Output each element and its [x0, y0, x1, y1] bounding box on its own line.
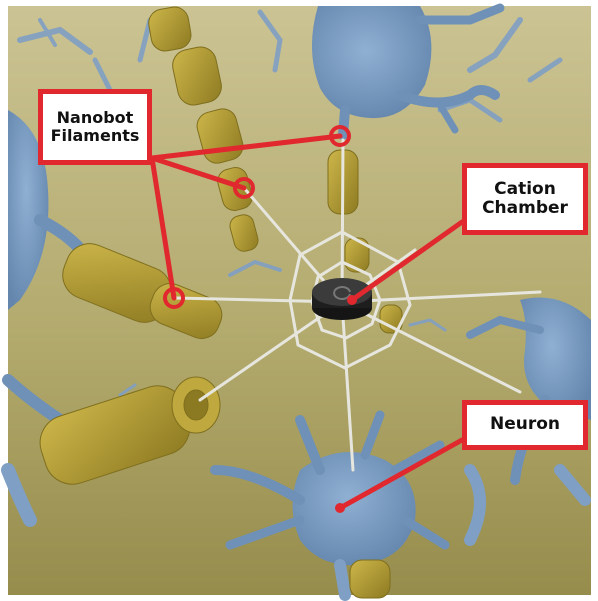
cation-chamber-label: Cation Chamber: [462, 163, 588, 235]
nanobot-filaments-text: Nanobot Filaments: [51, 109, 140, 145]
neuron-text: Neuron: [490, 415, 560, 434]
cation-chamber: [312, 278, 372, 320]
neuron-label: Neuron: [462, 400, 588, 450]
cation-chamber-text: Cation Chamber: [482, 180, 568, 218]
nanobot-filaments-label: Nanobot Filaments: [38, 89, 152, 165]
